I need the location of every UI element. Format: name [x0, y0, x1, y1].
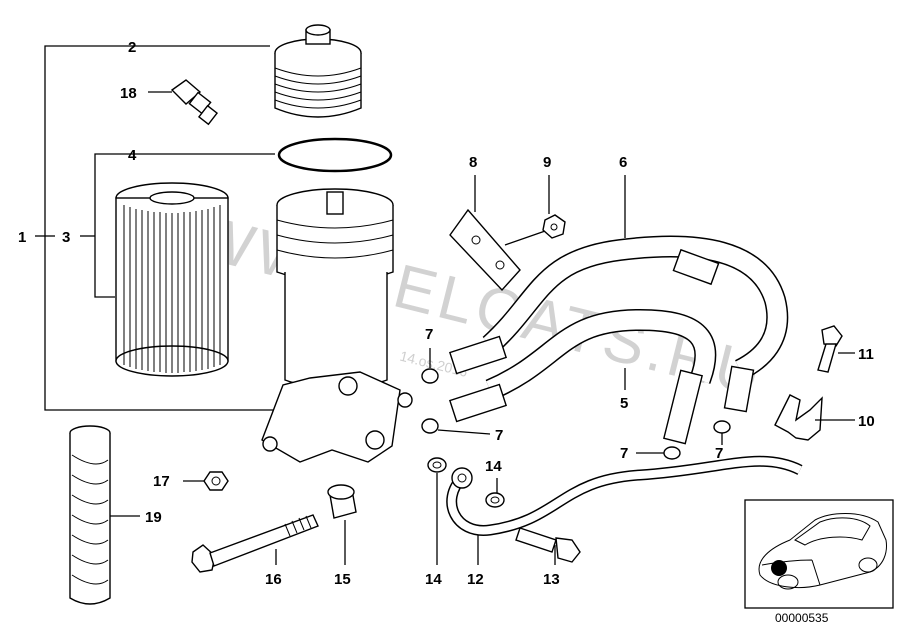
callout-8: 8 — [469, 154, 477, 171]
callout-7d: 7 — [715, 445, 723, 462]
seal-ring-parts — [421, 348, 731, 460]
callout-7b: 7 — [495, 427, 503, 444]
callout-11: 11 — [858, 346, 874, 363]
callout-leaders-left — [35, 45, 275, 411]
callout-9: 9 — [543, 154, 551, 171]
callout-14b: 14 — [485, 458, 502, 475]
callout-1: 1 — [18, 229, 26, 246]
vehicle-location-inset — [744, 499, 894, 609]
hose-bracket-part — [449, 175, 549, 292]
callout-12: 12 — [467, 571, 484, 588]
callout-4: 4 — [128, 147, 137, 164]
callout-16: 16 — [265, 571, 282, 588]
diagram-code: 00000535 — [775, 611, 829, 625]
clip-part — [774, 394, 855, 441]
oil-sensor-part — [148, 79, 219, 126]
callout-5: 5 — [620, 395, 628, 412]
callout-15: 15 — [334, 571, 351, 588]
o-ring-part — [277, 137, 393, 173]
oil-pipe-part — [446, 455, 803, 565]
callout-7a: 7 — [425, 326, 433, 343]
callout-17: 17 — [153, 473, 170, 490]
filter-cap-part — [274, 24, 362, 118]
oil-cooler-hoses-part — [448, 175, 789, 445]
callout-6: 6 — [619, 154, 627, 171]
hex-nut-part — [542, 175, 566, 239]
callout-3: 3 — [62, 229, 70, 246]
banjo-bolt-part — [515, 527, 581, 565]
callout-18: 18 — [120, 85, 137, 102]
nut-part — [183, 471, 229, 491]
callout-7c: 7 — [620, 445, 628, 462]
filter-housing-part — [261, 188, 413, 463]
callout-2: 2 — [128, 39, 136, 56]
plug-screw-part — [327, 484, 357, 565]
spring-sleeve-part — [69, 425, 140, 605]
washer-parts — [427, 457, 505, 565]
callout-14a: 14 — [425, 571, 442, 588]
callout-10: 10 — [858, 413, 875, 430]
callout-19: 19 — [145, 509, 162, 526]
filter-element-part — [115, 182, 229, 377]
bolt-part — [817, 325, 855, 373]
callout-13: 13 — [543, 571, 560, 588]
location-marker — [771, 560, 787, 576]
long-bolt-part — [191, 514, 319, 573]
callout-labels: 1 2 3 4 5 6 7 7 7 7 8 9 10 11 12 13 14 1… — [18, 39, 875, 588]
